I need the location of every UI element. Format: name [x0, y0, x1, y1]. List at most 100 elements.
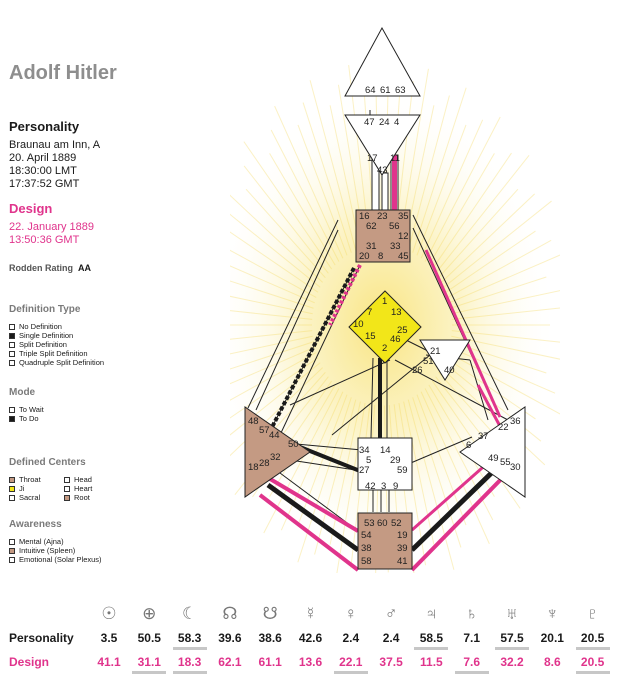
- legend-label: Quadruple Split Definition: [19, 358, 105, 367]
- legend-item: Single Definition: [9, 331, 104, 340]
- aura-ray: [449, 254, 560, 304]
- solar-plexus-center: [459, 406, 526, 498]
- gate-label: 5: [366, 455, 371, 466]
- gate-label: 35: [398, 211, 409, 222]
- gate-label: 60: [377, 518, 388, 529]
- gate-label: 34: [359, 445, 370, 456]
- personality-value-south-node: 38.6: [258, 631, 282, 645]
- personality-value-mars: 2.4: [382, 631, 400, 645]
- gate-label: 8: [378, 251, 383, 262]
- legend-swatch: [9, 415, 15, 422]
- design-value-saturn: 7.6: [463, 655, 481, 669]
- aura-ray: [412, 397, 462, 548]
- aura-ray: [438, 188, 519, 279]
- aura-ray: [309, 80, 357, 251]
- legend-item: Triple Split Definition: [9, 349, 104, 358]
- gate-label: 11: [390, 153, 400, 164]
- gate-label: 44: [269, 430, 280, 441]
- aura-ray: [230, 280, 314, 309]
- legend-item: Emotional (Solar Plexus): [9, 555, 102, 564]
- aura-ray: [269, 153, 336, 266]
- aura-ray: [451, 307, 560, 320]
- design-title: Design: [9, 201, 53, 216]
- legend-item: Sacral: [9, 493, 64, 502]
- activation-20-personality: [266, 267, 356, 436]
- design-value-mercury: 13.6: [298, 655, 323, 669]
- gate-label: 30: [510, 462, 521, 473]
- person-name: Adolf Hitler: [9, 62, 117, 84]
- aura-ray: [243, 165, 329, 274]
- aura-ray: [449, 346, 556, 394]
- gate-label: 63: [395, 85, 406, 96]
- birth-time-gmt: 17:37:52 GMT: [9, 178, 80, 190]
- gate-label: 2: [382, 343, 387, 354]
- mars-icon: ♂: [384, 604, 398, 623]
- jupiter-icon: ♃: [425, 604, 438, 623]
- aura-ray: [280, 391, 344, 531]
- legend-swatch: [9, 332, 15, 339]
- gate-label: 62: [366, 221, 377, 232]
- birth-place: Braunau am Inn, A: [9, 139, 101, 151]
- legend-swatch: [9, 494, 15, 501]
- legend-item: Intuitive (Spleen): [9, 546, 102, 555]
- gate-label: 28: [259, 458, 270, 469]
- gate-label: 23: [377, 211, 388, 222]
- gate-label: 10: [353, 319, 364, 330]
- aura-ray: [297, 397, 352, 563]
- gate-label: 26: [412, 365, 423, 376]
- gate-label: 45: [398, 251, 409, 262]
- legend-item: Mental (Ajna): [9, 537, 102, 546]
- aura-ray: [230, 341, 314, 370]
- gate-label: 33: [390, 241, 401, 252]
- legend-swatch: [9, 476, 15, 483]
- north-node-icon: ☊: [222, 604, 238, 623]
- personality-underline: [575, 647, 610, 650]
- legend-label: Heart: [74, 484, 93, 493]
- legend-swatch: [9, 359, 15, 366]
- legend-swatch: [64, 485, 70, 492]
- legend-swatch: [9, 406, 15, 413]
- sacral-center: [357, 437, 413, 491]
- personality-row-label: Personality: [9, 631, 74, 645]
- design-value-mars: 37.5: [379, 655, 403, 669]
- mercury-icon: ☿: [304, 604, 317, 623]
- channel-43-23: [381, 172, 389, 212]
- birth-date: 20. April 1889: [9, 152, 77, 164]
- legend-item: Heart: [64, 484, 119, 493]
- gate-label: 16: [359, 211, 370, 222]
- personality-value-mercury: 42.6: [298, 631, 323, 645]
- gate-label: 1: [382, 296, 387, 307]
- aura-ray: [230, 352, 317, 401]
- activation-41-design: [410, 463, 517, 572]
- activation-58-design: [258, 493, 360, 572]
- personality-value-sun: 3.5: [100, 631, 118, 645]
- design-date: 22. January 1889: [9, 221, 95, 233]
- legend-label: Emotional (Solar Plexus): [19, 555, 102, 564]
- legend-swatch: [9, 323, 15, 330]
- gate-label: 64: [365, 85, 376, 96]
- legend-item: Head: [64, 475, 119, 484]
- legend-label: Throat: [19, 475, 41, 484]
- moon-icon: ☾: [181, 604, 198, 623]
- gate-label: 7: [367, 307, 372, 318]
- personality-underline: [495, 647, 529, 650]
- aura-ray: [451, 290, 560, 315]
- design-value-sun: 41.1: [97, 655, 121, 669]
- aura-ray: [424, 116, 501, 262]
- design-value-jupiter: 11.5: [420, 655, 443, 669]
- gate-label: 29: [390, 455, 401, 466]
- mode-title: Mode: [9, 387, 36, 398]
- aura-ray: [230, 194, 323, 283]
- gate-label: 37: [478, 431, 489, 442]
- aura-ray: [403, 401, 435, 545]
- spleen-center: [244, 406, 311, 498]
- rodden-label: Rodden Rating: [9, 263, 73, 273]
- personality-value-pluto: 20.5: [580, 631, 605, 645]
- activations: [258, 155, 517, 572]
- aura-ray: [230, 310, 313, 320]
- aura-ray: [230, 346, 315, 385]
- head-center: [344, 26, 421, 97]
- gate-label: 32: [270, 452, 281, 463]
- aura-ray: [269, 384, 336, 497]
